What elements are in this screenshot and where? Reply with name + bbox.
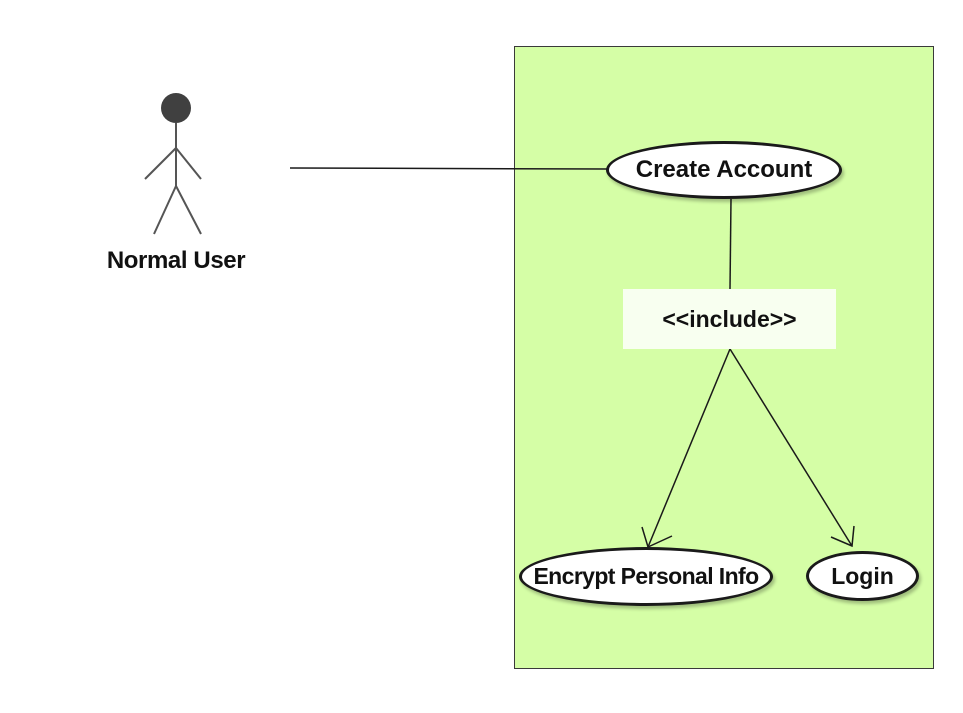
use-case-login: Login (806, 551, 919, 601)
use-case-encrypt-personal-info: Encrypt Personal Info (519, 547, 773, 606)
actor-label: Normal User (106, 247, 246, 274)
include-stereotype-box: <<include>> (623, 289, 836, 349)
actor-head (161, 93, 191, 123)
use-case-label: Encrypt Personal Info (533, 563, 759, 589)
actor-left-arm (144, 147, 177, 180)
association-line (289, 167, 608, 170)
include-line-login (729, 348, 853, 547)
include-arrowhead-encrypt (641, 526, 673, 549)
actor-figure (144, 93, 202, 235)
actor-left-leg (153, 185, 177, 235)
include-line-encrypt (647, 348, 731, 548)
use-case-label: Create Account (635, 156, 813, 183)
actor-right-arm (175, 147, 202, 180)
include-stem-line (729, 198, 732, 290)
use-case-label: Login (831, 562, 894, 589)
actor-right-leg (175, 185, 202, 235)
use-case-create-account: Create Account (606, 141, 842, 199)
include-label: <<include>> (662, 305, 797, 332)
include-arrowhead-login (830, 525, 855, 548)
